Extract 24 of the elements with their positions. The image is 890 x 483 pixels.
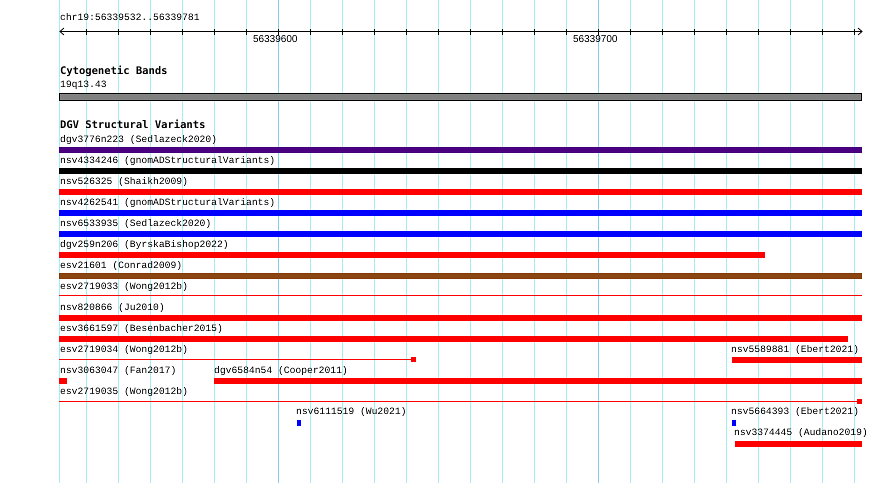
variant-label: nsv5589881 (Ebert2021) xyxy=(731,345,859,355)
variant-label: esv2719034 (Wong2012b) xyxy=(60,345,188,355)
variant-label: dgv259n206 (ByrskaBishop2022) xyxy=(60,240,229,250)
band-label: 19q13.43 xyxy=(60,80,107,90)
tick-label: 56339600 xyxy=(253,35,298,45)
variant-label: esv21601 (Conrad2009) xyxy=(60,261,182,271)
track-heading: DGV Structural Variants xyxy=(60,120,206,130)
variant-label: dgv3776n223 (Sedlazeck2020) xyxy=(60,135,217,145)
variant-label: esv3661597 (Besenbacher2015) xyxy=(60,324,223,334)
variant-label: nsv4262541 (gnomADStructuralVariants) xyxy=(60,198,276,208)
variant-label: nsv526325 (Shaikh2009) xyxy=(60,177,188,187)
variant-label: nsv5664393 (Ebert2021) xyxy=(731,407,859,417)
variant-label: esv2719033 (Wong2012b) xyxy=(60,282,188,292)
track-heading: Cytogenetic Bands xyxy=(60,66,168,76)
variant-label: nsv6533935 (Sedlazeck2020) xyxy=(60,219,212,229)
variant-label: nsv820866 (Ju2010) xyxy=(60,303,165,313)
variant-label: dgv6584n54 (Cooper2011) xyxy=(214,366,348,376)
tick-label: 56339700 xyxy=(573,35,618,45)
variant-label: esv2719035 (Wong2012b) xyxy=(60,387,188,397)
locus-label: chr19:56339532..56339781 xyxy=(60,13,200,23)
variant-label: nsv3063047 (Fan2017) xyxy=(60,366,176,376)
variant-label: nsv6111519 (Wu2021) xyxy=(296,407,406,417)
variant-label: nsv4334246 (gnomADStructuralVariants) xyxy=(60,156,276,166)
variant-label: nsv3374445 (Audano2019) xyxy=(734,428,868,438)
